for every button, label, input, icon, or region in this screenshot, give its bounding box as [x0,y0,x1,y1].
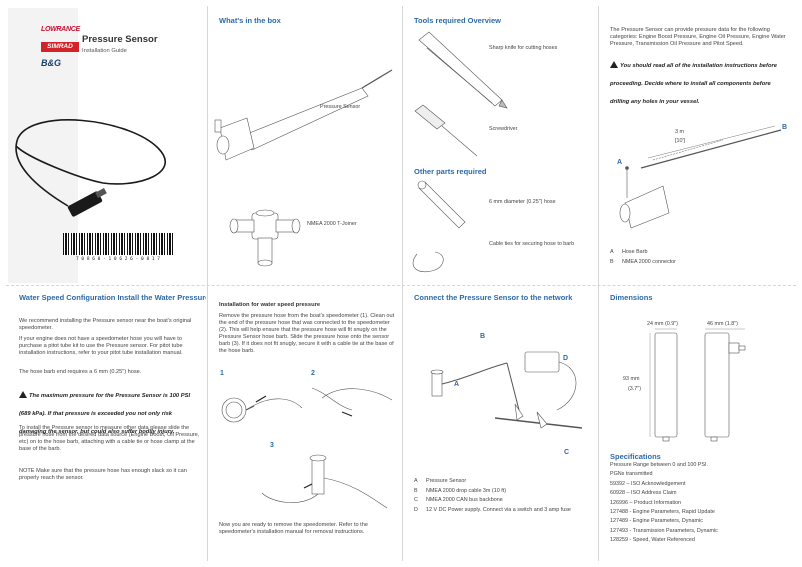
section-title: Dimensions [610,293,653,302]
dim-width-side: 46 mm (1.8") [707,321,738,327]
section-title: What's in the box [219,16,281,25]
spec-line: PGNs transmitted [610,471,653,478]
section-title: Other parts required [414,167,487,176]
install-text: Remove the pressure hose from the boat's… [219,313,395,355]
install-footer: Now you are ready to remove the speedome… [219,522,368,536]
subsection-title: Installation for water speed pressure [219,302,321,308]
whats-in-box-panel: What's in the box Pressure Sensor NMEA 2… [212,8,400,283]
spec-line: 127488 - Engine Parameters, Rapid Update [610,509,715,516]
cover-subtitle: Installation Guide [82,48,127,54]
paragraph: If your engine does not have a speedomet… [19,336,183,357]
cable-length-ft: [10'] [675,138,686,144]
callout-a: A [454,381,460,388]
fold-line [207,6,208,561]
spec-line: 59392 – ISO Acknowledgement [610,480,686,487]
fold-line [6,285,796,286]
callout-d: D [563,355,569,362]
step-number: 1 [220,370,224,377]
spec-line: 126996 – Product Information [610,499,682,506]
tools-illustration [412,31,508,273]
dimensions-panel: Dimensions 24 mm (0.9") 46 mm (1.8") 93 … [603,288,796,561]
sensor-overview-illustration [619,125,782,229]
fold-line [402,6,403,561]
barcode-number: 7 0 8 6 0 - 1 0 6 2 6 - 0 8 1 7 [76,257,160,262]
note: NOTE Make sure that the pressure hose ha… [19,468,187,482]
pressure-warning: The maximum pressure for the Pressure Se… [19,391,191,435]
spec-line: 127493 - Transmission Parameters, Dynami… [610,527,718,534]
callout-b: B [480,333,486,340]
dim-height-in: (3.7") [628,386,641,392]
spec-line: Pressure Range between 0 and 100 PSI. [610,462,708,468]
dim-width-front: 24 mm (0.9") [647,321,678,327]
intro-warning: You should read all of the installation … [610,61,777,105]
tool-label: Screwdriver [489,126,518,132]
paragraph: To install the Pressure sensor to measur… [19,425,200,453]
warning-icon [610,61,618,68]
part-label: 6 mm diameter (0.25") hose [489,199,556,205]
simrad-logo: SIMRAD [41,42,79,52]
product-image [15,119,166,217]
install-ws-panel: Installation for water speed pressure Re… [212,298,400,561]
cable-length: 3 m [675,129,684,135]
bg-logo: B&G [41,58,61,68]
callout-a: A [617,159,623,166]
tool-label: Sharp knife for cutting hoses [489,45,558,51]
section-title: Connect the Pressure Sensor to the netwo… [414,293,573,302]
intro-panel: The Pressure Sensor can provide pressure… [603,8,796,283]
installation-steps-illustration [221,387,393,509]
cover-title: Pressure Sensor [82,34,158,45]
dim-height: 93 mm [623,376,640,382]
spec-line: 127489 - Engine Parameters, Dynamic [610,518,703,525]
item-label: Pressure Sensor [320,104,361,110]
specs-title: Specifications [610,452,661,461]
part-label: Cable ties for securing hose to barb [489,241,575,247]
step-number: 2 [311,370,315,377]
callout-c: C [564,449,570,456]
item-label: NMEA 2000 T-Joiner [307,221,357,227]
spec-line: 128259 - Speed, Water Referenced [610,537,695,544]
lowrance-logo: LOWRANCE [41,26,80,33]
dimension-drawing [649,328,746,442]
tools-panel: Tools required Overview Sharp knife for … [407,8,597,283]
network-diagram [430,351,583,429]
cover-panel: LOWRANCE SIMRAD B&G Pressure Sensor Inst… [8,8,206,283]
paragraph: The hose barb end requires a 6 mm (0.25"… [19,369,142,375]
spec-line: 60928 – ISO Address Claim [610,490,677,497]
intro-text: The Pressure Sensor can provide pressure… [610,27,786,48]
section-title: Water Speed Configuration Install the Wa… [19,293,206,302]
paragraph: We recommend installing the Pressure sen… [19,318,192,332]
connect-panel: Connect the Pressure Sensor to the netwo… [407,288,597,561]
fold-line [598,6,599,561]
water-speed-panel: Water Speed Configuration Install the Wa… [8,288,206,561]
section-title: Tools required Overview [414,16,501,25]
barcode [63,233,173,255]
step-number: 3 [270,442,274,449]
warning-icon [19,391,27,398]
pressure-sensor-illustration [214,69,393,267]
callout-b: B [782,124,788,131]
specs-list: Pressure Range between 0 and 100 PSI. PG… [610,461,718,546]
